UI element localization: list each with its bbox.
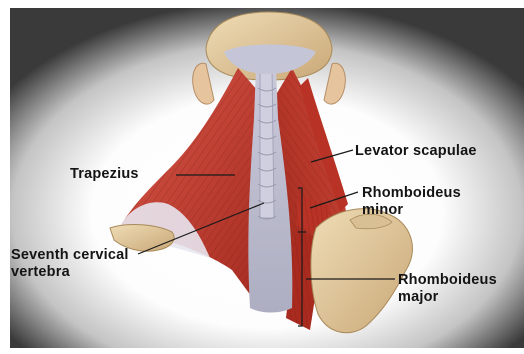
- label-seventh-cervical-line2: vertebra: [11, 264, 129, 281]
- label-rhomboideus-minor-line2: minor: [362, 202, 461, 219]
- label-rhomboideus-major-line1: Rhomboideus: [398, 272, 497, 289]
- cervical-spine: [260, 70, 274, 218]
- label-trapezius: Trapezius: [70, 166, 139, 183]
- label-seventh-cervical-line1: Seventh cervical: [11, 247, 129, 264]
- label-seventh-cervical-vertebra: Seventh cervical vertebra: [11, 247, 129, 281]
- anatomy-slide: Trapezius Levator scapulae Rhomboideus m…: [10, 8, 524, 348]
- label-rhomboideus-major-line2: major: [398, 289, 497, 306]
- label-rhomboideus-minor: Rhomboideus minor: [362, 185, 461, 219]
- label-levator-scapulae: Levator scapulae: [355, 143, 477, 160]
- label-rhomboideus-major: Rhomboideus major: [398, 272, 497, 306]
- label-rhomboideus-minor-line1: Rhomboideus: [362, 185, 461, 202]
